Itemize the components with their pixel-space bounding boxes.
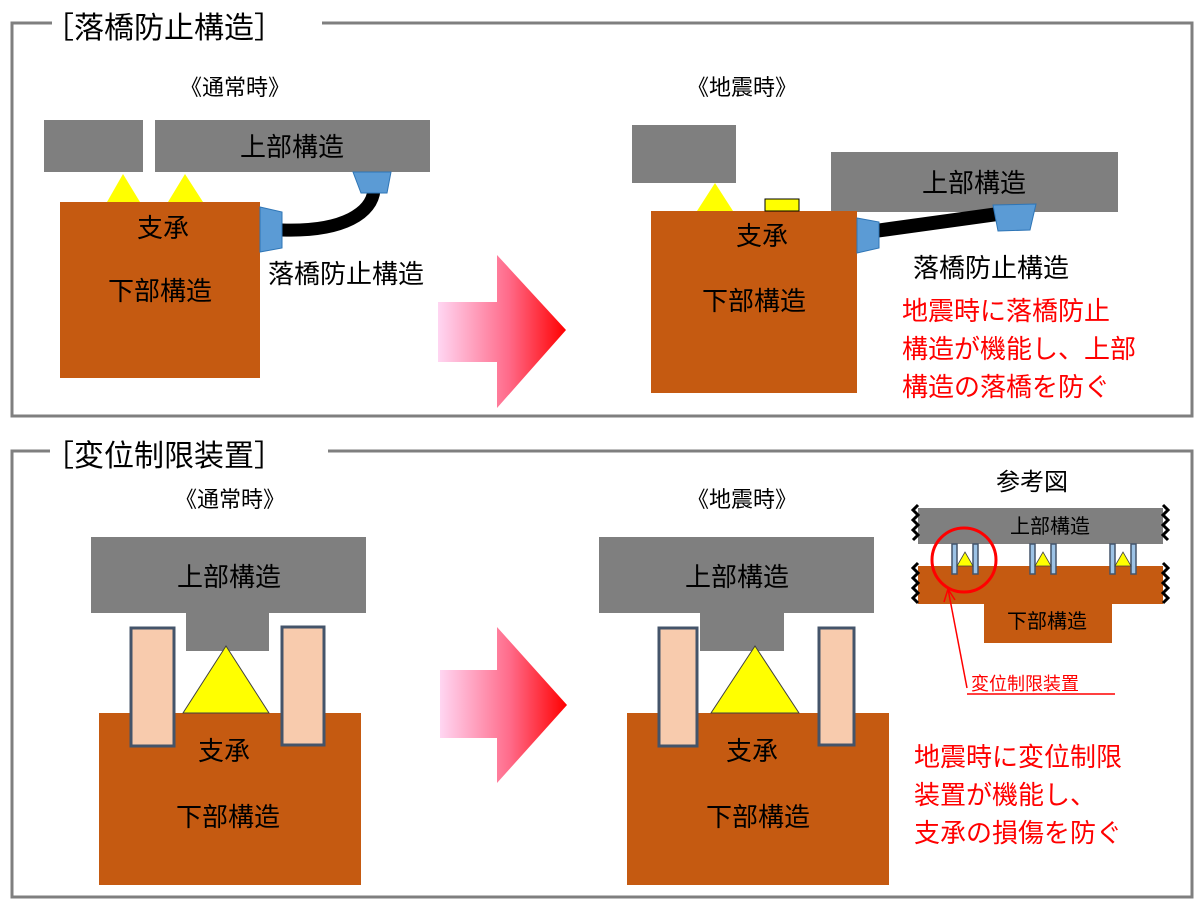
girder-stem-normal xyxy=(186,613,269,651)
limiter-block-left-quake xyxy=(657,626,699,748)
section2-quake-heading: 《地震時》 xyxy=(687,488,797,513)
adjacent-girder-left xyxy=(44,120,143,172)
anchor-bracket-pier-normal xyxy=(259,206,283,253)
reference-callout-label: 変位制限装置 xyxy=(971,674,1079,695)
reference-limiter-unit-3 xyxy=(1109,543,1137,575)
superstructure-quake-2 xyxy=(599,537,874,613)
substructure-normal-2-label: 下部構造 xyxy=(176,803,280,833)
bearing-quake-2 xyxy=(710,645,800,714)
section1-title: ［落橋防止構造］ xyxy=(44,11,284,46)
bearing-quake-1-label: 支承 xyxy=(736,222,788,252)
section1-note-line2: 構造が機能し、上部 xyxy=(902,335,1136,365)
reference-pier xyxy=(918,566,1163,643)
bearing-normal-2-label: 支承 xyxy=(198,737,250,767)
fall-prevention-label-quake: 落橋防止構造 xyxy=(913,254,1069,284)
reference-highlight-circle xyxy=(930,526,998,594)
substructure-normal-1-label: 下部構造 xyxy=(108,277,212,307)
bearing-shoe-quake-displaced xyxy=(764,198,800,212)
superstructure-quake-2-label: 上部構造 xyxy=(685,563,789,593)
section-fall-prevention: ［落橋防止構造］ 《通常時》 上部構造 支承 下部構造 落橋防止構造 《地震時》… xyxy=(10,11,1194,418)
section2-frame xyxy=(10,449,1194,899)
bearing-shoe-right xyxy=(168,174,203,202)
reference-break-left-top xyxy=(910,503,921,542)
reference-callout-arrowhead xyxy=(943,587,956,603)
limiter-block-right-quake xyxy=(817,626,856,747)
reference-break-right-top xyxy=(1160,503,1171,542)
substructure-quake-1-label: 下部構造 xyxy=(702,287,806,317)
section2-note-line1: 地震時に変位制限 xyxy=(914,743,1122,773)
reference-break-left-bottom xyxy=(910,561,921,605)
anchor-bracket-girder-normal xyxy=(352,171,392,194)
reference-figure: 参考図 上部構造 下部構造 xyxy=(910,468,1171,695)
bearing-normal-1-label: 支承 xyxy=(137,214,189,244)
section1-note-line1: 地震時に落橋防止 xyxy=(902,297,1110,327)
girder-stem-quake xyxy=(700,613,784,651)
restrainer-cable-quake xyxy=(874,207,999,238)
section1-quake-heading: 《地震時》 xyxy=(687,76,797,101)
reference-superstructure-label: 上部構造 xyxy=(1010,514,1090,538)
transition-arrow-2 xyxy=(440,627,567,783)
section1-frame xyxy=(10,21,1194,418)
adjacent-girder-quake xyxy=(632,125,736,183)
bearing-normal-2 xyxy=(182,645,270,714)
bearing-shoe-left xyxy=(107,174,140,202)
reference-title: 参考図 xyxy=(996,468,1068,496)
superstructure-normal-1 xyxy=(155,120,430,172)
substructure-quake-1 xyxy=(651,211,857,393)
anchor-bracket-girder-quake xyxy=(992,203,1037,232)
section-displacement-limiter: ［変位制限装置］ 《通常時》 上部構造 支承 下部構造 《地震時》 上部構造 支… xyxy=(10,439,1194,899)
bearing-quake-2-label: 支承 xyxy=(726,737,778,767)
fall-prevention-label-normal: 落橋防止構造 xyxy=(268,260,424,290)
superstructure-quake-1 xyxy=(831,152,1118,212)
superstructure-quake-1-label: 上部構造 xyxy=(922,169,1026,199)
limiter-block-left-normal xyxy=(129,626,176,748)
section2-title: ［変位制限装置］ xyxy=(44,439,284,474)
anchor-bracket-pier-quake xyxy=(856,217,880,254)
section2-note-line3: 支承の損傷を防ぐ xyxy=(914,819,1122,849)
substructure-normal-1 xyxy=(60,202,260,378)
section2-normal-heading: 《通常時》 xyxy=(175,488,285,513)
reference-girder xyxy=(918,508,1163,544)
transition-arrow-1 xyxy=(438,255,566,408)
reference-callout-leader xyxy=(947,588,968,689)
superstructure-normal-2 xyxy=(91,537,366,613)
reference-break-right-bottom xyxy=(1160,561,1171,605)
substructure-quake-2-label: 下部構造 xyxy=(706,803,810,833)
bearing-shoe-quake-left xyxy=(697,183,733,211)
superstructure-normal-2-label: 上部構造 xyxy=(177,563,281,593)
section2-note-line2: 装置が機能し、 xyxy=(914,781,1096,811)
superstructure-normal-1-label: 上部構造 xyxy=(240,133,344,163)
section1-normal-heading: 《通常時》 xyxy=(180,76,290,101)
reference-limiter-unit-1 xyxy=(951,543,979,575)
section1-note-line3: 構造の落橋を防ぐ xyxy=(902,373,1110,403)
reference-substructure-label: 下部構造 xyxy=(1007,609,1087,633)
restrainer-cable-normal xyxy=(281,188,381,237)
reference-limiter-unit-2 xyxy=(1029,543,1057,575)
limiter-block-right-normal xyxy=(280,625,326,747)
